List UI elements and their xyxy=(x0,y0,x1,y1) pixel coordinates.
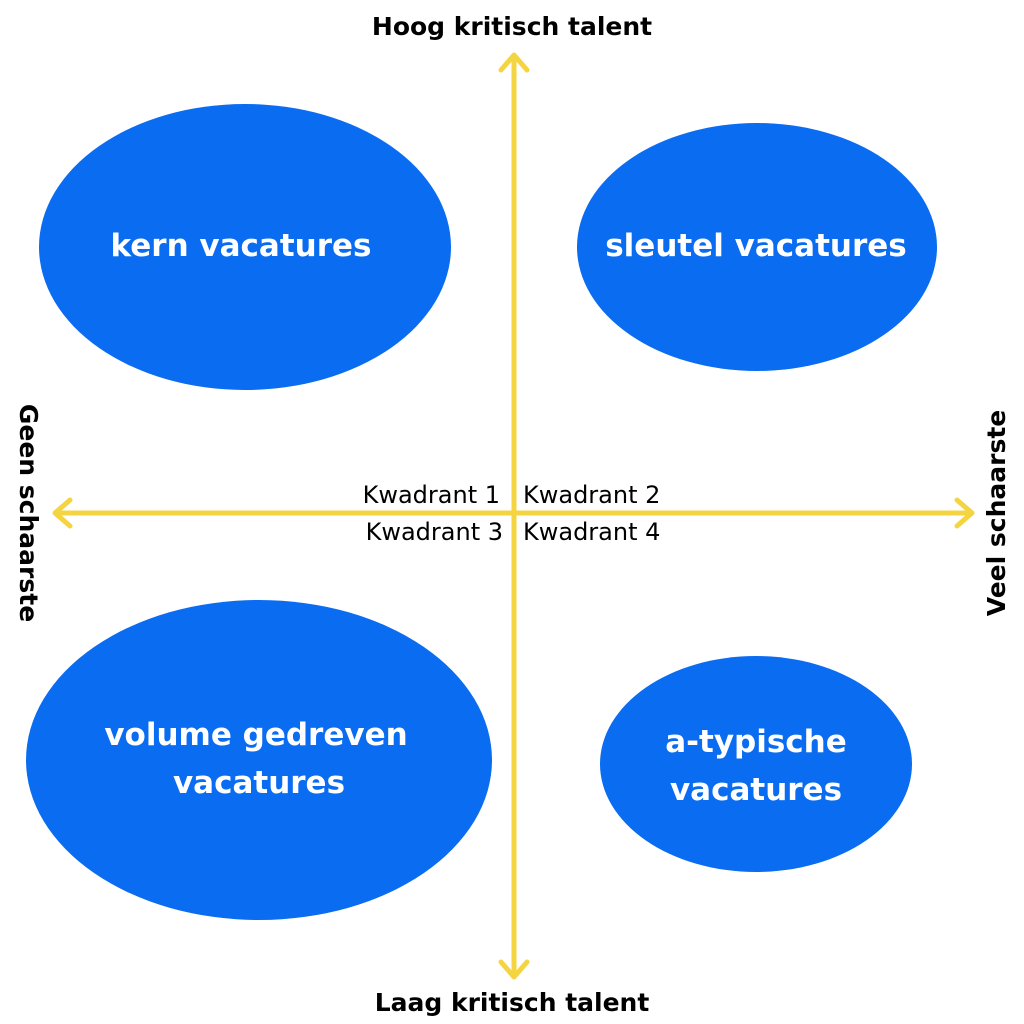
bubble-label-volume-line2: vacatures xyxy=(173,765,345,801)
axis-label-right: Veel schaarste xyxy=(982,410,1011,617)
bubble-sleutel-vacatures xyxy=(577,123,937,371)
bubble-label-atypische-line1: a-typische xyxy=(665,724,847,760)
vertical-axis xyxy=(498,52,530,980)
arrow-left-icon xyxy=(52,497,73,529)
axis-label-left: Geen schaarste xyxy=(14,404,43,622)
arrow-right-icon xyxy=(954,497,975,529)
horizontal-axis xyxy=(52,497,975,529)
bubble-volume-gedreven-vacatures xyxy=(26,600,492,920)
quadrant-label-1: Kwadrant 1 xyxy=(363,481,500,509)
bubble-label-atypische-line2: vacatures xyxy=(670,772,842,808)
bubble-label-kern: kern vacatures xyxy=(110,228,371,264)
bubble-label-volume-line1: volume gedreven xyxy=(104,717,407,753)
bubble-label-sleutel: sleutel vacatures xyxy=(605,228,907,264)
axis-label-top: Hoog kritisch talent xyxy=(372,12,652,41)
arrow-up-icon xyxy=(498,52,530,73)
quadrant-label-4: Kwadrant 4 xyxy=(523,518,660,546)
arrow-down-icon xyxy=(498,959,530,980)
quadrant-label-3: Kwadrant 3 xyxy=(366,518,503,546)
bubble-kern-vacatures xyxy=(39,104,451,390)
axis-label-bottom: Laag kritisch talent xyxy=(375,988,650,1017)
quadrant-label-2: Kwadrant 2 xyxy=(523,481,660,509)
bubble-a-typische-vacatures xyxy=(600,656,912,872)
